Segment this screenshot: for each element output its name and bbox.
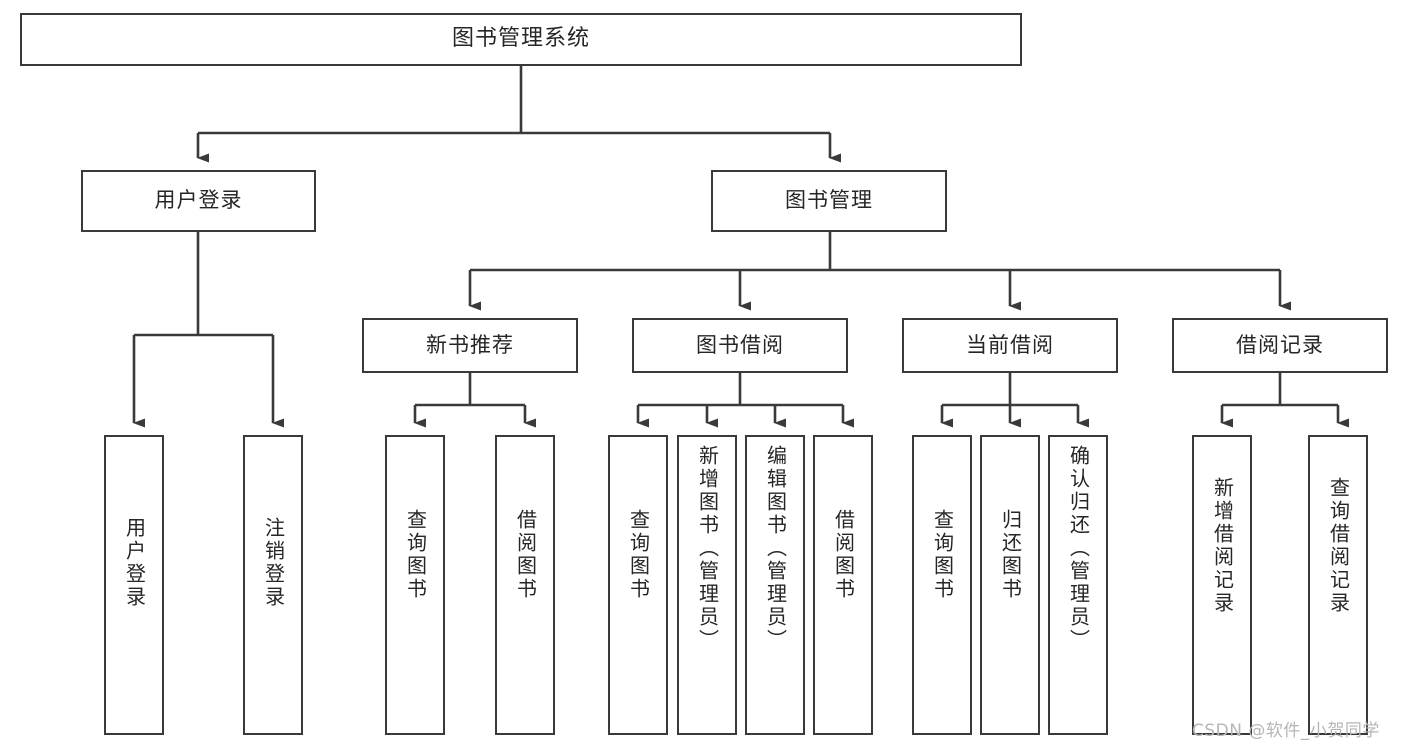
node-leaf-query-book-2[interactable]: 查询图书 (608, 435, 668, 735)
node-label: 查询图书 (403, 509, 428, 601)
csdn-watermark: CSDN @软件_小贺同学 (1192, 721, 1380, 741)
node-leaf-borrow-book-2[interactable]: 借阅图书 (813, 435, 873, 735)
node-label: 当前借阅 (966, 332, 1054, 357)
node-label: 查询借阅记录 (1326, 477, 1351, 615)
node-label: 新增图书（管理员） (695, 445, 720, 652)
node-leaf-query-book-3[interactable]: 查询图书 (912, 435, 972, 735)
node-label: 归还图书 (998, 509, 1023, 601)
node-label: 确认归还（管理员） (1066, 445, 1091, 652)
node-label: 查询图书 (930, 509, 955, 601)
node-label: 编辑图书（管理员） (763, 445, 788, 652)
node-book-borrow[interactable]: 图书借阅 (632, 318, 848, 373)
node-label: 用户登录 (122, 517, 147, 609)
node-leaf-add-book[interactable]: 新增图书（管理员） (677, 435, 737, 735)
node-leaf-query-book-1[interactable]: 查询图书 (385, 435, 445, 735)
node-leaf-confirm-return[interactable]: 确认归还（管理员） (1048, 435, 1108, 735)
node-leaf-return-book[interactable]: 归还图书 (980, 435, 1040, 735)
node-leaf-logout-login[interactable]: 注销登录 (243, 435, 303, 735)
node-leaf-query-record[interactable]: 查询借阅记录 (1308, 435, 1368, 735)
node-leaf-add-record[interactable]: 新增借阅记录 (1192, 435, 1252, 735)
node-label: 借阅图书 (831, 509, 856, 601)
node-leaf-user-login[interactable]: 用户登录 (104, 435, 164, 735)
node-label: 借阅记录 (1236, 332, 1324, 357)
node-borrow-record[interactable]: 借阅记录 (1172, 318, 1388, 373)
node-label: 图书管理系统 (451, 26, 590, 52)
node-label: 图书管理 (785, 188, 873, 213)
node-label: 新增借阅记录 (1210, 477, 1235, 615)
node-label: 借阅图书 (513, 509, 538, 601)
node-user-login[interactable]: 用户登录 (81, 170, 316, 232)
node-label: 新书推荐 (426, 332, 514, 357)
node-book-management-system[interactable]: 图书管理系统 (20, 13, 1022, 66)
node-label: 查询图书 (626, 509, 651, 601)
node-leaf-edit-book[interactable]: 编辑图书（管理员） (745, 435, 805, 735)
node-leaf-borrow-book-1[interactable]: 借阅图书 (495, 435, 555, 735)
node-book-management[interactable]: 图书管理 (711, 170, 947, 232)
node-current-borrow[interactable]: 当前借阅 (902, 318, 1118, 373)
node-label: 图书借阅 (696, 332, 784, 357)
node-label: 用户登录 (154, 188, 243, 213)
node-label: 注销登录 (261, 517, 286, 609)
node-new-book-recommend[interactable]: 新书推荐 (362, 318, 578, 373)
